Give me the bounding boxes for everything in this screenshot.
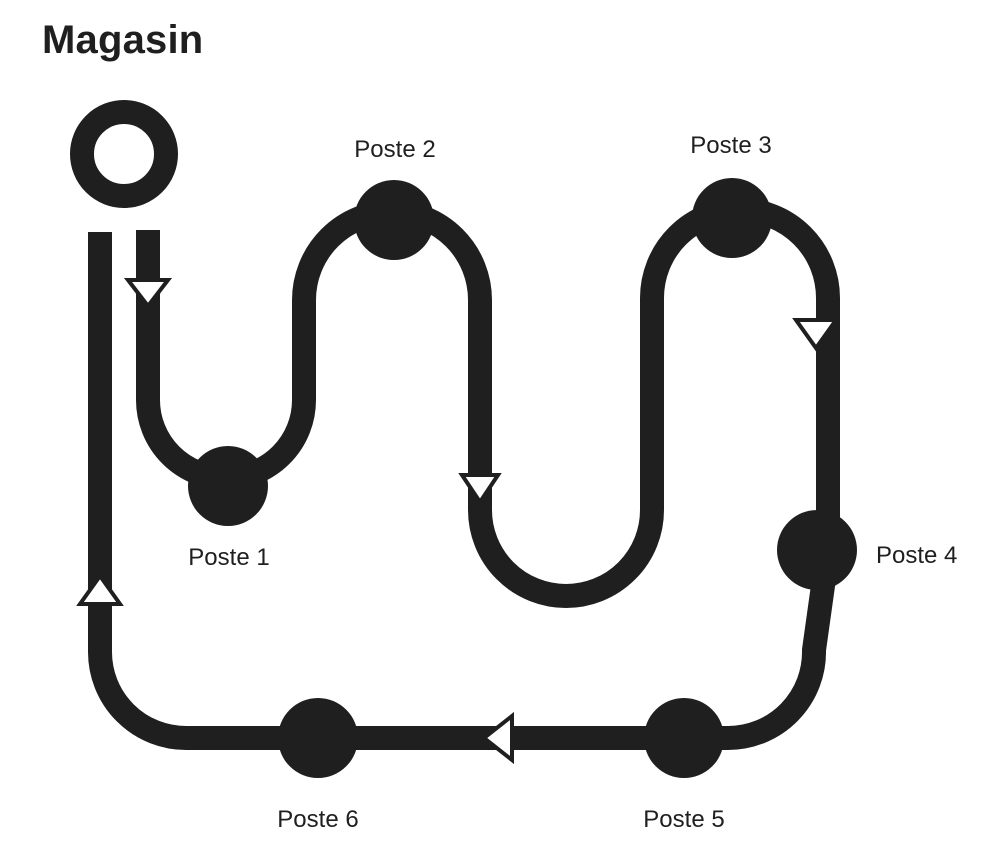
start-ring-icon [70,100,178,208]
station-node-3 [692,178,772,258]
down-arrow-icon [123,278,173,310]
up-arrow-icon [76,572,124,606]
station-node-1 [188,446,268,526]
down-arrow-icon [458,473,502,506]
flow-path [88,198,840,750]
station-node-2 [354,180,434,260]
station-node-4 [777,510,857,590]
left-arrow-icon [480,711,514,765]
station-node-6 [278,698,358,778]
station-node-5 [644,698,724,778]
station-label-6: Poste 6 [277,806,358,833]
station-label-2: Poste 2 [354,136,435,163]
down-arrow-icon [792,318,840,352]
diagram-title: Magasin [42,18,204,62]
station-label-1: Poste 1 [188,544,269,571]
station-label-4: Poste 4 [876,542,957,569]
station-label-5: Poste 5 [643,806,724,833]
station-label-3: Poste 3 [690,132,771,159]
